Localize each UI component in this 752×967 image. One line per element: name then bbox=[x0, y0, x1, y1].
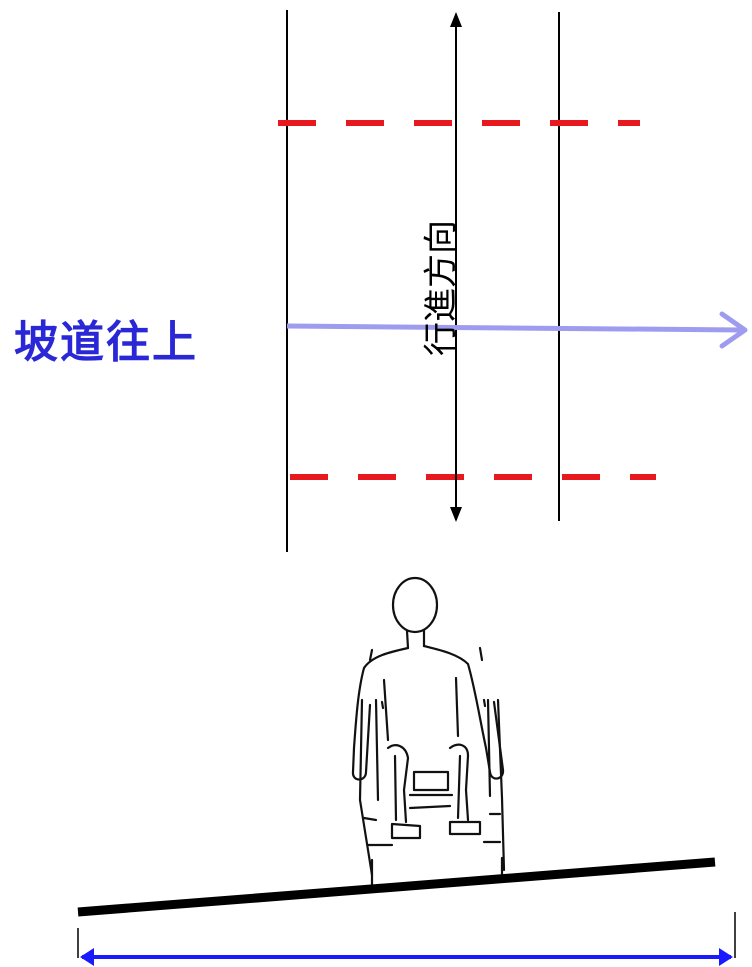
travel-direction-label: 行進方向 bbox=[421, 220, 462, 356]
uphill-label: 坡道往上 bbox=[14, 317, 198, 368]
ramp-surface bbox=[77, 857, 716, 917]
span-arrowhead-right-icon bbox=[719, 948, 733, 966]
arrowhead-up-icon bbox=[450, 12, 462, 27]
uphill-arrow bbox=[286, 323, 743, 333]
arrowhead-down-icon bbox=[450, 507, 462, 522]
wheelchair-user-icon bbox=[328, 520, 540, 888]
uphill-arrowhead-icon bbox=[719, 311, 748, 349]
span-arrowhead-left-icon bbox=[80, 948, 94, 966]
